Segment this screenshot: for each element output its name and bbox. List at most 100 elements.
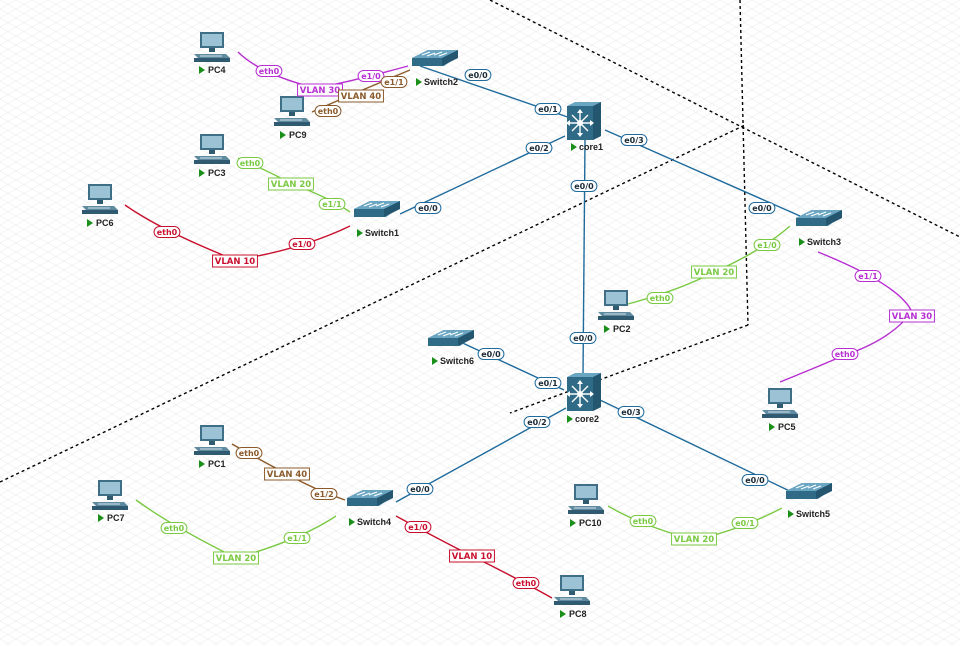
zone-boundary-right: [739, 0, 749, 326]
device-name-switch3: Switch3: [807, 237, 841, 247]
port-label: eth0: [157, 228, 178, 237]
device-name-pc3: PC3: [208, 168, 226, 178]
port-badge-switch1-e1-0[interactable]: e1/0: [288, 238, 316, 250]
port-label: e1/0: [292, 240, 312, 249]
port-badge-pc3-eth0[interactable]: eth0: [236, 157, 264, 169]
device-label-switch6: Switch6: [432, 356, 474, 366]
port-badge-pc10-eth0[interactable]: eth0: [629, 515, 657, 527]
port-badge-core2-e0-1[interactable]: e0/1: [534, 377, 562, 389]
device-name-switch2: Switch2: [424, 77, 458, 87]
port-label: e1/0: [408, 523, 428, 532]
port-label: eth0: [240, 159, 261, 168]
port-badge-frame: [318, 198, 346, 210]
port-badge-core2-e0-0[interactable]: e0/0: [569, 332, 597, 344]
device-label-pc2: PC2: [604, 324, 631, 334]
device-name-pc2: PC2: [613, 324, 631, 334]
vlan-tag-pc5[interactable]: VLAN 30: [889, 309, 935, 323]
port-badge-pc8-eth0[interactable]: eth0: [512, 577, 540, 589]
device-label-switch3: Switch3: [799, 237, 841, 247]
port-badge-switch2-e1-1[interactable]: e1/1: [380, 76, 408, 88]
port-badge-switch5-e0-1[interactable]: e0/1: [731, 517, 759, 529]
port-badge-pc9-eth0[interactable]: eth0: [314, 105, 342, 117]
port-badge-pc6-eth0[interactable]: eth0: [153, 226, 181, 238]
port-badge-frame: [283, 532, 311, 544]
device-name-pc8: PC8: [569, 609, 587, 619]
port-badge-core2-e0-2[interactable]: e0/2: [523, 416, 551, 428]
port-label: eth0: [259, 67, 280, 76]
port-badge-switch4-e1-0[interactable]: e1/0: [404, 521, 432, 533]
vlan-tag-pc6[interactable]: VLAN 10: [212, 254, 258, 268]
port-badge-frame: [406, 483, 434, 495]
device-label-core1: core1: [571, 142, 603, 152]
device-label-pc8: PC8: [560, 609, 587, 619]
port-badge-switch1-e0-0[interactable]: e0/0: [414, 202, 442, 214]
port-label: e0/1: [538, 379, 558, 388]
port-badge-switch1-e1-1[interactable]: e1/1: [318, 198, 346, 210]
vlan-tag-pc9[interactable]: VLAN 40: [338, 89, 384, 103]
vlan-label: VLAN 20: [271, 180, 312, 190]
device-name-core1: core1: [579, 142, 603, 152]
vlan-tag-frame: [449, 549, 495, 563]
vlan-tag-frame: [212, 254, 258, 268]
port-label: e0/2: [527, 418, 546, 427]
device-name-switch1: Switch1: [365, 228, 399, 238]
port-badge-switch2-e1-0[interactable]: e1/0: [357, 70, 385, 82]
device-label-pc9: PC9: [280, 130, 307, 140]
zone-boundaries: [0, 0, 960, 483]
vlan-tag-pc2[interactable]: VLAN 20: [691, 265, 737, 279]
router-icon-core2[interactable]: [565, 373, 602, 412]
device-name-pc5: PC5: [778, 422, 796, 432]
vlan-tag-frame: [691, 265, 737, 279]
port-badge-frame: [854, 270, 882, 282]
port-label: e0/0: [574, 182, 594, 191]
vlan-label: VLAN 40: [341, 92, 382, 102]
device-name-pc7: PC7: [107, 513, 125, 523]
router-icon-core1[interactable]: [565, 102, 602, 141]
vlan-tag-pc3[interactable]: VLAN 20: [268, 177, 314, 191]
port-badge-frame: [477, 348, 505, 360]
port-badge-switch4-e1-2[interactable]: e1/2: [310, 488, 338, 500]
device-label-pc10: PC10: [570, 518, 602, 528]
vlan-tag-pc7[interactable]: VLAN 20: [213, 551, 259, 565]
port-badge-switch4-e0-0[interactable]: e0/0: [406, 483, 434, 495]
port-badge-switch5-e0-0[interactable]: e0/0: [741, 474, 769, 486]
device-label-switch4: Switch4: [349, 517, 391, 527]
vlan-tag-pc4[interactable]: VLAN 30: [297, 83, 343, 97]
port-badge-frame: [235, 447, 263, 459]
zone-boundary-top: [489, 0, 960, 238]
vlan-tag-pc10[interactable]: VLAN 20: [671, 532, 717, 546]
port-badge-core1-e0-3[interactable]: e0/3: [620, 134, 648, 146]
vlan-tag-pc8[interactable]: VLAN 10: [449, 549, 495, 563]
port-badge-core2-e0-3[interactable]: e0/3: [617, 406, 645, 418]
port-badge-core1-e0-2[interactable]: e0/2: [525, 142, 553, 154]
port-label: eth0: [633, 517, 654, 526]
port-badge-switch6-e0-0[interactable]: e0/0: [477, 348, 505, 360]
port-badge-pc1-eth0[interactable]: eth0: [235, 447, 263, 459]
port-badge-frame: [629, 515, 657, 527]
port-badge-pc5-eth0[interactable]: eth0: [831, 348, 859, 360]
port-badge-core1-e0-1[interactable]: e0/1: [534, 103, 562, 115]
port-badge-switch3-e0-0[interactable]: e0/0: [748, 202, 776, 214]
port-badge-switch3-e1-0[interactable]: e1/0: [753, 239, 781, 251]
port-badge-frame: [620, 134, 648, 146]
zone-boundary-middle: [509, 324, 749, 414]
device-name-core2: core2: [575, 414, 599, 424]
port-badge-pc7-eth0[interactable]: eth0: [160, 522, 188, 534]
port-badge-switch3-e1-1[interactable]: e1/1: [854, 270, 882, 282]
port-badge-core1-e0-0[interactable]: e0/0: [570, 180, 598, 192]
port-badge-pc4-eth0[interactable]: eth0: [255, 65, 283, 77]
device-name-pc10: PC10: [579, 518, 602, 528]
port-label: e0/0: [752, 204, 772, 213]
port-badge-switch2-e0-0[interactable]: e0/0: [464, 69, 492, 81]
device-label-pc3: PC3: [199, 168, 226, 178]
port-label: e0/0: [418, 204, 438, 213]
port-badge-pc2-eth0[interactable]: eth0: [646, 292, 674, 304]
port-badge-frame: [236, 157, 264, 169]
vlan-label: VLAN 20: [674, 535, 715, 545]
port-label: e1/1: [322, 200, 342, 209]
port-label: e1/1: [384, 78, 404, 87]
port-badge-switch4-e1-1[interactable]: e1/1: [283, 532, 311, 544]
vlan-tag-pc1[interactable]: VLAN 40: [264, 467, 310, 481]
port-badge-frame: [753, 239, 781, 251]
